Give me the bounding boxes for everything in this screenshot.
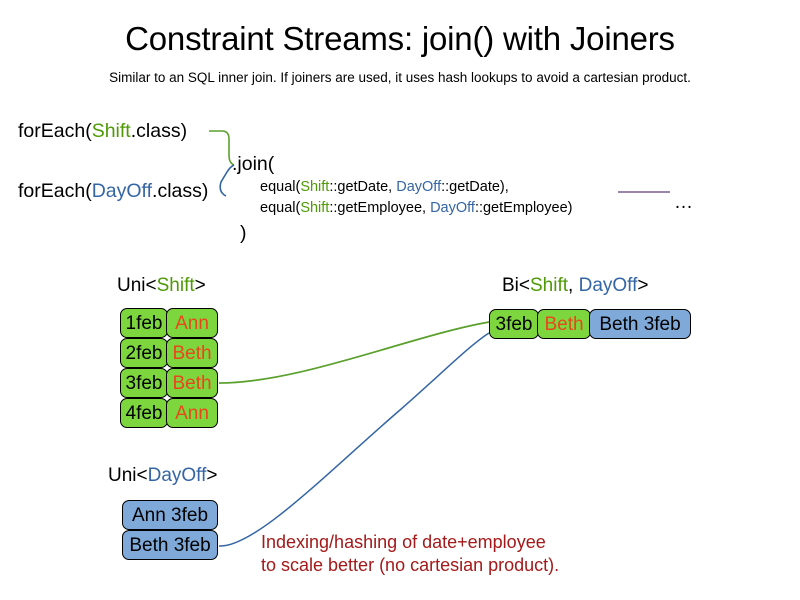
curve-dayoff-to-bi [218,332,490,547]
dayoff-row-2: Beth 3feb [122,530,218,560]
code-foreach-dayoff: forEach(DayOff.class) [18,180,209,202]
annotation-line-1: Indexing/hashing of date+employee [261,532,546,552]
shift-row-1-date: 1feb [120,308,168,338]
caption-bi-shift-dayoff: Bi<Shift, DayOff> [502,276,648,295]
page-subtitle: Similar to an SQL inner join. If joiners… [109,70,691,85]
joiner1-right-ref: ::getDate), [441,179,509,195]
code-joiner-equal-employee: equal(Shift::getEmployee, DayOff::getEmp… [260,201,572,216]
shift-row-3-name: Beth [166,368,218,398]
uni-dayoff-prefix: Uni< [108,465,148,486]
bi-type1: Shift [530,275,569,296]
joiner2-left-type: Shift [300,200,330,216]
joiner2-left-ref: ::getEmployee, [329,200,431,216]
ellipsis-marker: … [674,192,694,213]
bi-row-dayoff-pair: Beth 3feb [589,309,691,339]
foreach-dayoff-type: DayOff [91,180,153,202]
bi-row-date: 3feb [489,309,539,339]
bi-suffix: > [637,275,649,296]
code-join-open: .join( [232,153,275,175]
joiner2-right-type: DayOff [430,200,475,216]
joiner1-fn: equal( [260,179,301,195]
shift-row-1-name: Ann [166,308,218,338]
bi-type2: DayOff [578,275,638,296]
foreach-shift-type: Shift [91,120,131,142]
bi-row-name: Beth [537,309,591,339]
code-foreach-shift: forEach(Shift.class) [18,120,188,142]
foreach-shift-suffix: .class) [130,120,188,142]
shift-row-3-date: 3feb [120,368,168,398]
caption-uni-dayoff: Uni<DayOff> [108,466,218,485]
joiner1-left-ref: ::getDate, [329,179,397,195]
joiner2-fn: equal( [260,200,301,216]
uni-dayoff-suffix: > [206,465,218,486]
shift-row-4-name: Ann [166,398,218,428]
bi-sep: , [568,275,579,296]
curve-shift-to-bi [218,321,490,384]
page-title: Constraint Streams: join() with Joiners [125,20,675,57]
dayoff-row-1: Ann 3feb [122,500,218,530]
code-joiner-equal-date: equal(Shift::getDate, DayOff::getDate), [260,180,509,195]
uni-shift-suffix: > [194,275,206,296]
uni-shift-type: Shift [156,275,195,296]
shift-row-2-name: Beth [166,338,218,368]
foreach-dayoff-suffix: .class) [152,180,209,202]
foreach-shift-prefix: forEach( [18,120,92,142]
joiner2-right-ref: ::getEmployee) [474,200,573,216]
uni-dayoff-type: DayOff [147,465,207,486]
uni-shift-prefix: Uni< [117,275,157,296]
shift-row-4-date: 4feb [120,398,168,428]
caption-uni-shift: Uni<Shift> [117,276,206,295]
foreach-dayoff-prefix: forEach( [18,180,92,202]
joiner1-left-type: Shift [300,179,330,195]
annotation-note: Indexing/hashing of date+employee to sca… [261,531,559,577]
shift-row-2-date: 2feb [120,338,168,368]
annotation-line-2: to scale better (no cartesian product). [261,555,560,575]
brace-shift-to-join [209,130,235,166]
code-join-close: ) [240,222,247,244]
joiner1-right-type: DayOff [396,179,442,195]
bi-prefix: Bi< [502,275,530,296]
